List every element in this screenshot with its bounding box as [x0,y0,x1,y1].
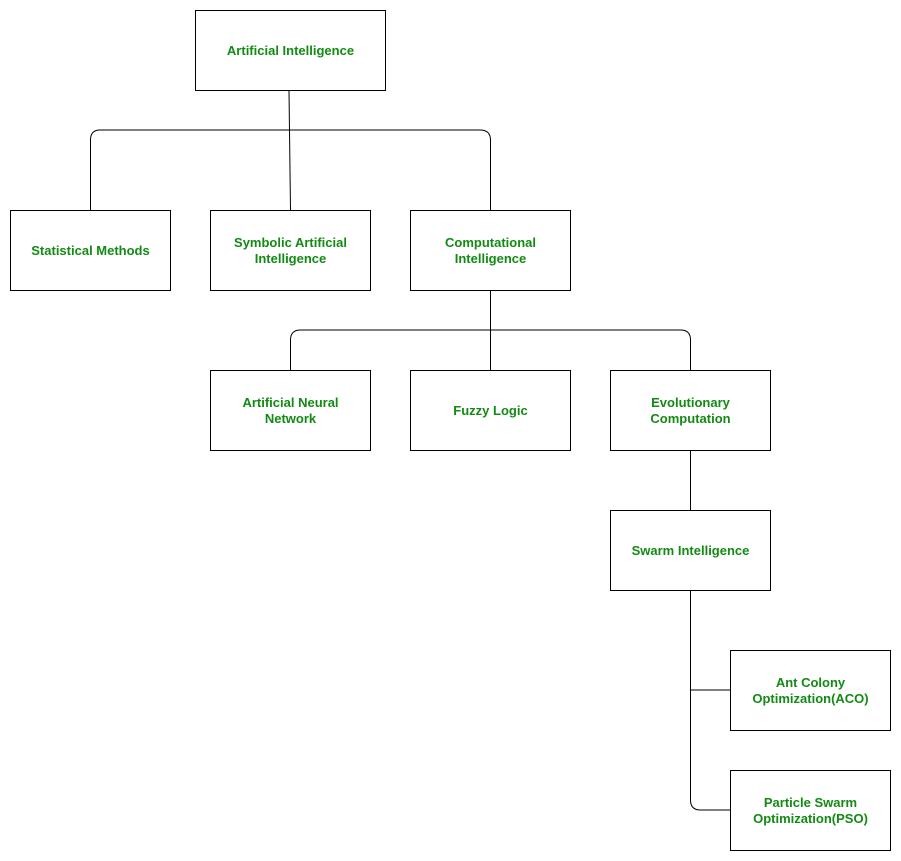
node-label: Ant Colony Optimization(ACO) [752,674,869,706]
node-label: Swarm Intelligence [631,542,750,558]
edge-ai-to-symbolic [288,90,291,211]
node-artificial-neural-network: Artificial Neural Network [210,370,371,451]
node-label: Fuzzy Logic [453,402,528,418]
edge-si-to-aco [690,591,730,691]
node-ant-colony-optimization: Ant Colony Optimization(ACO) [730,650,891,731]
node-label: Computational Intelligence [445,234,536,266]
node-label: Statistical Methods [31,242,150,258]
edge-ci-to-ec [490,329,691,370]
node-particle-swarm-optimization: Particle Swarm Optimization(PSO) [730,770,891,851]
node-evolutionary-computation: Evolutionary Computation [610,370,771,451]
node-label: Artificial Intelligence [226,42,355,58]
node-symbolic-ai: Symbolic Artificial Intelligence [210,210,371,291]
edge-ai-to-computational [289,129,491,210]
node-fuzzy-logic: Fuzzy Logic [410,370,571,451]
node-label: Evolutionary Computation [650,394,731,426]
node-statistical-methods: Statistical Methods [10,210,171,291]
edge-ai-to-statistical [90,129,289,210]
node-label: Particle Swarm Optimization(PSO) [753,794,868,826]
node-artificial-intelligence: Artificial Intelligence [195,10,386,91]
node-label: Symbolic Artificial Intelligence [234,234,347,266]
edge-ci-to-ann [290,329,491,370]
node-computational-intelligence: Computational Intelligence [410,210,571,291]
edge-si-to-pso [690,690,730,811]
node-label: Artificial Neural Network [242,394,339,426]
node-swarm-intelligence: Swarm Intelligence [610,510,771,591]
